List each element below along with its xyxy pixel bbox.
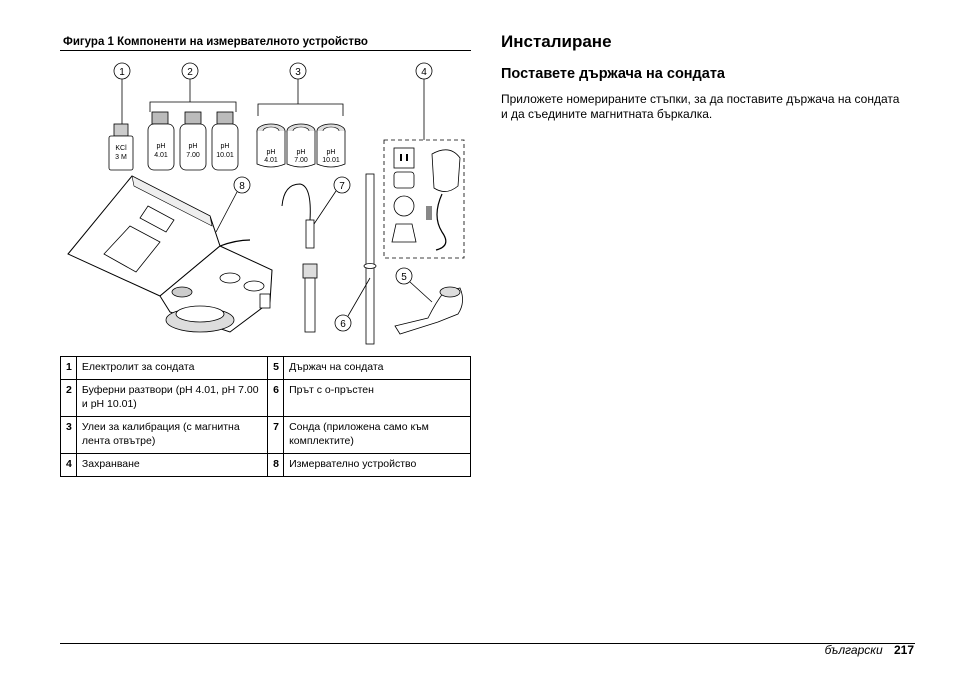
callout-4: 4 bbox=[415, 62, 433, 140]
figure-caption: Фигура 1 Компоненти на измервателното ус… bbox=[63, 36, 368, 48]
legend-number: 8 bbox=[267, 453, 285, 477]
kcl-conc-label: 3 M bbox=[115, 154, 127, 161]
cup-1-ph: pH bbox=[267, 149, 276, 156]
page-footer: български 217 bbox=[825, 643, 914, 657]
cup-2-ph: pH bbox=[297, 149, 306, 156]
section-body: Приложете номерираните стъпки, за да пос… bbox=[501, 92, 900, 121]
calibration-cups: pH 4.01 pH 7.00 pH 10.01 bbox=[256, 123, 346, 168]
buffer-3-ph: pH bbox=[221, 143, 230, 150]
cup-1-value: 4.01 bbox=[264, 157, 278, 164]
components-legend-table: 1 Електролит за сондата 5 Държач на сонд… bbox=[60, 356, 471, 477]
section-subtitle: Поставете държача на сондата bbox=[501, 66, 725, 82]
legend-number: 1 bbox=[60, 356, 77, 380]
footer-rule bbox=[60, 643, 915, 644]
buffer-2-value: 7.00 bbox=[186, 152, 200, 159]
footer-language: български bbox=[824, 643, 883, 657]
callout-6-label: 6 bbox=[340, 319, 346, 330]
legend-text: Улеи за калибрация (с магнитна лента отв… bbox=[75, 416, 269, 454]
buffer-bottles: pH 4.01 pH 7.00 pH 10.01 bbox=[147, 111, 239, 171]
caption-rule bbox=[60, 50, 471, 51]
legend-text: Електролит за сондата bbox=[75, 356, 269, 380]
legend-text: Захранване bbox=[75, 453, 269, 477]
buffer-1-value: 4.01 bbox=[154, 152, 168, 159]
legend-row: 3 Улеи за калибрация (с магнитна лента о… bbox=[60, 416, 471, 454]
section-title: Инсталиране bbox=[501, 32, 612, 51]
callout-2-label: 2 bbox=[187, 67, 193, 78]
callout-1-label: 1 bbox=[119, 67, 125, 78]
callout-1: 1 bbox=[113, 62, 131, 124]
legend-number: 3 bbox=[60, 416, 77, 454]
legend-row: 4 Захранване 8 Измервателно устройство bbox=[60, 453, 471, 477]
meter: 8 bbox=[67, 175, 273, 333]
probe-holder: 5 bbox=[394, 267, 463, 335]
legend-number: 5 bbox=[267, 356, 285, 380]
legend-number: 2 bbox=[60, 379, 77, 417]
legend-text: Буферни разтвори (pH 4.01, pH 7.00 и pH … bbox=[75, 379, 269, 417]
cup-2-value: 7.00 bbox=[294, 157, 308, 164]
probe: 7 bbox=[281, 176, 351, 333]
callout-8-label: 8 bbox=[239, 181, 245, 192]
callout-2: 2 bbox=[149, 62, 237, 112]
legend-number: 7 bbox=[267, 416, 285, 454]
cup-3-value: 10.01 bbox=[322, 157, 340, 164]
legend-text: Държач на сондата bbox=[283, 356, 471, 380]
callout-3: 3 bbox=[257, 62, 344, 116]
callout-7-label: 7 bbox=[339, 181, 345, 192]
components-illustration: 1 2 3 4 KCl 3 M pH 4.01 pH 7.00 bbox=[67, 62, 465, 345]
legend-number: 6 bbox=[267, 379, 285, 417]
buffer-3-value: 10.01 bbox=[216, 152, 234, 159]
callout-5-label: 5 bbox=[401, 272, 407, 283]
buffer-1-ph: pH bbox=[157, 143, 166, 150]
callout-4-label: 4 bbox=[421, 67, 427, 78]
cup-3-ph: pH bbox=[327, 149, 336, 156]
legend-row: 2 Буферни разтвори (pH 4.01, pH 7.00 и p… bbox=[60, 379, 471, 417]
kcl-bottle: KCl 3 M bbox=[108, 123, 134, 171]
buffer-2-ph: pH bbox=[189, 143, 198, 150]
legend-row: 1 Електролит за сондата 5 Държач на сонд… bbox=[60, 356, 471, 380]
legend-text: Измервателно устройство bbox=[283, 453, 471, 477]
page-number: 217 bbox=[893, 643, 914, 657]
callout-3-label: 3 bbox=[295, 67, 301, 78]
kcl-label: KCl bbox=[115, 145, 127, 152]
legend-number: 4 bbox=[60, 453, 77, 477]
legend-text: Сонда (приложена само към комплектите) bbox=[283, 416, 471, 454]
power-supply bbox=[383, 139, 465, 259]
rod-with-o-ring: 6 bbox=[334, 173, 377, 345]
legend-text: Прът с о-пръстен bbox=[283, 379, 471, 417]
